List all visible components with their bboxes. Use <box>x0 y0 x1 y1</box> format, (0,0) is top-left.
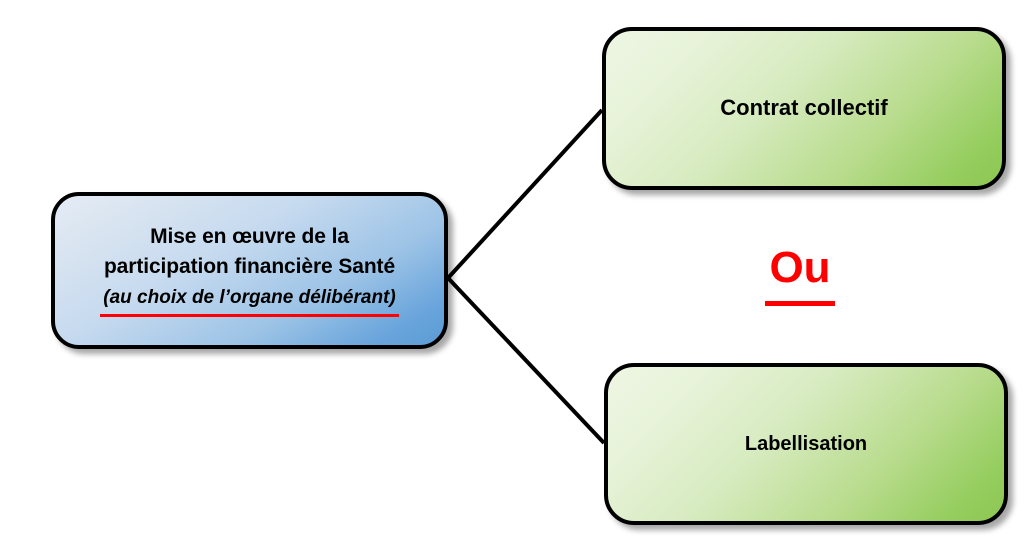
branch-to-labellisation-line <box>446 276 606 445</box>
node-contrat-collectif-label: Contrat collectif <box>720 95 888 121</box>
ou-label: Ou <box>769 243 831 292</box>
red-underline <box>100 313 399 317</box>
branch-to-contrat-collectif-line <box>446 108 604 280</box>
node-contrat-collectif[interactable]: Contrat collectif <box>602 27 1006 190</box>
node-labellisation-label: Labellisation <box>744 433 868 455</box>
node-labellisation[interactable]: Labellisation <box>604 363 1008 525</box>
node-source-subtitle: (au choix de l’organe délibérant) <box>103 286 396 308</box>
ou-underline <box>765 301 835 306</box>
node-source-line-1: Mise en œuvre de la <box>150 225 349 249</box>
node-source-subtitle-wrap: (au choix de l’organe délibérant) <box>100 286 399 317</box>
node-source-line-2: participation financière Santé <box>103 255 396 279</box>
ou-text-wrap: Ou <box>765 243 835 306</box>
node-mise-en-oeuvre[interactable]: Mise en œuvre de la participation financ… <box>51 192 448 349</box>
connector-label-ou: Ou <box>700 246 900 306</box>
